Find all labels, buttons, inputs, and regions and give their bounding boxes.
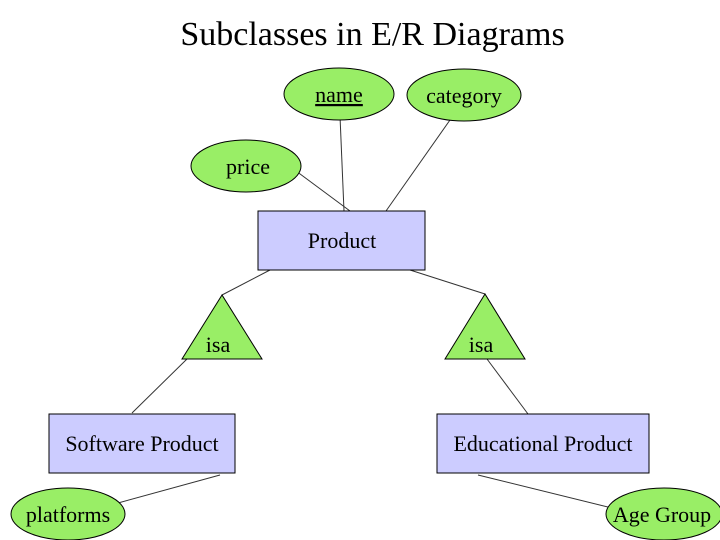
edge-isa-right-educational [486, 358, 529, 415]
attribute-name-label: name [315, 82, 363, 107]
edge-product-isa-left [221, 269, 271, 296]
attribute-age-group: Age Group [605, 487, 720, 540]
edge-isa-left-software [131, 357, 189, 414]
edge-price-product [291, 167, 351, 212]
entity-educational-product-label: Educational Product [453, 431, 632, 456]
isa-left-label: isa [206, 332, 231, 357]
edges [117, 115, 621, 511]
entity-product: Product [257, 210, 426, 271]
attribute-age-group-label: Age Group [613, 502, 711, 527]
isa-right-triangle: isa [444, 293, 526, 360]
attribute-name: name [283, 67, 395, 121]
edge-category-product [385, 119, 451, 212]
attribute-category-label: category [426, 83, 502, 108]
attribute-category: category [406, 68, 522, 122]
isa-right-label: isa [469, 332, 494, 357]
entity-educational-product: Educational Product [436, 413, 650, 474]
attribute-platforms: platforms [10, 487, 126, 540]
page-title: Subclasses in E/R Diagrams [180, 16, 565, 53]
attribute-price-label: price [226, 154, 270, 179]
edge-name-product [339, 115, 345, 212]
edge-educational-agegroup [477, 474, 621, 511]
entity-software-product: Software Product [48, 413, 236, 474]
entity-product-label: Product [308, 228, 376, 253]
entity-software-product-label: Software Product [65, 431, 218, 456]
edge-product-isa-right [409, 269, 486, 295]
attribute-price: price [190, 139, 302, 193]
edge-software-platforms [117, 474, 221, 504]
isa-left-triangle: isa [181, 294, 263, 360]
attribute-platforms-label: platforms [26, 502, 110, 527]
